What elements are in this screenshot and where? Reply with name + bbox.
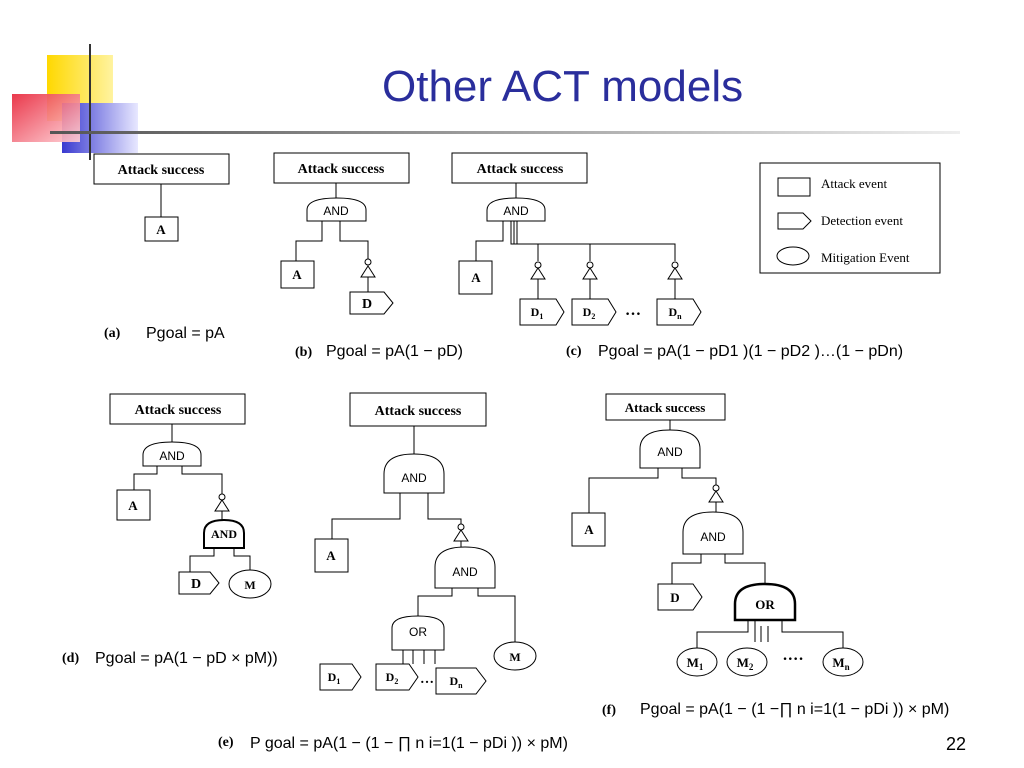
attack-event-a: A bbox=[584, 522, 594, 537]
panel-b-tree: Attack success AND A D bbox=[273, 152, 410, 315]
panel-label-b: (b) bbox=[295, 345, 313, 360]
attack-success-node: Attack success bbox=[118, 163, 205, 178]
detection-event-dn: Dn bbox=[668, 305, 682, 321]
and-gate-inner: AND bbox=[452, 565, 478, 579]
legend-mitigation-event: Mitigation Event bbox=[821, 250, 910, 265]
detection-event-d1: D1 bbox=[531, 305, 544, 321]
and-gate: AND bbox=[503, 204, 529, 218]
and-gate-inner: AND bbox=[700, 530, 726, 544]
attack-success-node: Attack success bbox=[625, 400, 706, 415]
panel-e-tree: Attack success AND A AND OR D1 D2 … Dn M bbox=[314, 392, 537, 695]
formula-c: Pgoal = pA(1 − pD1 )(1 − pD2 )…(1 − pDn) bbox=[598, 343, 904, 360]
or-gate: OR bbox=[755, 597, 775, 612]
legend-detection-event: Detection event bbox=[821, 213, 903, 228]
formula-f: Pgoal = pA(1 − (1 −∏ n i=1(1 − pDi )) × … bbox=[640, 701, 950, 718]
panel-f-tree: Attack success AND A AND D OR M1 M2 ····… bbox=[571, 393, 864, 677]
formula-a: Pgoal = pA bbox=[146, 325, 225, 342]
detection-event-d2: D2 bbox=[386, 670, 399, 686]
legend-attack-event: Attack event bbox=[821, 176, 887, 191]
attack-event-a: A bbox=[156, 222, 166, 237]
detection-event-dn: Dn bbox=[449, 674, 463, 690]
attack-success-node: Attack success bbox=[135, 403, 222, 418]
panel-c-tree: Attack success AND A D1 D2 … Dn bbox=[451, 152, 702, 326]
attack-success-node: Attack success bbox=[298, 162, 385, 177]
ellipsis: … bbox=[625, 302, 641, 319]
formula-d: Pgoal = pA(1 − pD × pM)) bbox=[95, 650, 278, 667]
detection-event-d: D bbox=[362, 297, 372, 312]
panel-label-c: (c) bbox=[566, 344, 582, 359]
legend: Attack event Detection event Mitigation … bbox=[759, 162, 941, 274]
ellipsis: … bbox=[420, 672, 434, 687]
and-gate: AND bbox=[401, 471, 427, 485]
mitigation-event-m1: M1 bbox=[687, 655, 704, 672]
panel-label-a: (a) bbox=[104, 326, 121, 341]
attack-event-a: A bbox=[471, 270, 481, 285]
panel-label-d: (d) bbox=[62, 651, 80, 666]
and-gate: AND bbox=[323, 204, 349, 218]
mitigation-event-m2: M2 bbox=[737, 655, 754, 672]
detection-event-d: D bbox=[191, 577, 201, 592]
formula-b: Pgoal = pA(1 − pD) bbox=[326, 343, 463, 360]
mitigation-event-m: M bbox=[509, 650, 520, 664]
title-underline bbox=[50, 131, 960, 134]
and-gate: AND bbox=[159, 449, 185, 463]
slide-title: Other ACT models bbox=[382, 62, 744, 111]
attack-event-a: A bbox=[292, 267, 302, 282]
detection-event-d2: D2 bbox=[583, 305, 596, 321]
page-number: 22 bbox=[946, 734, 967, 754]
panel-a-tree: Attack success A bbox=[93, 153, 230, 242]
panel-label-f: (f) bbox=[602, 703, 616, 718]
dots: ···· bbox=[782, 651, 803, 668]
attack-success-node: Attack success bbox=[477, 162, 564, 177]
formula-e: P goal = pA(1 − (1 − ∏ n i=1(1 − pDi )) … bbox=[250, 735, 568, 752]
mitigation-event-mn: Mn bbox=[832, 655, 849, 672]
decorative-corner bbox=[12, 44, 960, 160]
and-gate: AND bbox=[657, 445, 683, 459]
attack-event-a: A bbox=[326, 548, 336, 563]
panel-label-e: (e) bbox=[218, 735, 234, 750]
attack-success-node: Attack success bbox=[375, 404, 462, 419]
and-gate-inner: AND bbox=[211, 527, 237, 541]
panel-d-tree: Attack success AND A AND D M bbox=[109, 393, 272, 599]
or-gate: OR bbox=[409, 625, 427, 639]
attack-event-a: A bbox=[128, 498, 138, 513]
detection-event-d1: D1 bbox=[328, 670, 341, 686]
detection-event-d: D bbox=[670, 590, 679, 605]
mitigation-event-m: M bbox=[244, 578, 255, 592]
